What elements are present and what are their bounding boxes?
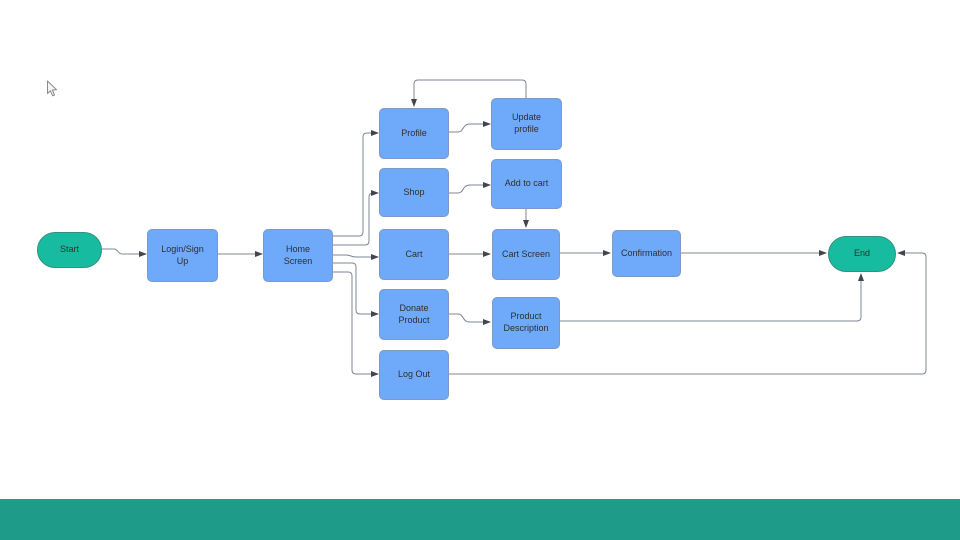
node-end[interactable]: End <box>828 236 896 272</box>
node-log-out[interactable]: Log Out <box>379 350 449 400</box>
node-confirmation[interactable]: Confirmation <box>612 230 681 277</box>
node-label: Confirmation <box>620 247 673 258</box>
node-label: Start <box>59 244 79 255</box>
node-label: Product Description <box>503 311 549 333</box>
node-start[interactable]: Start <box>37 232 102 268</box>
edge-home-donate[interactable] <box>333 262 379 317</box>
node-label: Cart Screen <box>501 248 551 259</box>
edge-home-profile[interactable] <box>333 130 379 237</box>
node-label: Donate Product <box>398 302 430 325</box>
edge-home-shop[interactable] <box>333 190 379 246</box>
edge-start-login[interactable] <box>102 248 147 257</box>
edge-shop-add-to-cart[interactable] <box>449 182 491 194</box>
edge-home-logout[interactable] <box>333 271 379 377</box>
node-label: Log Out <box>397 369 431 380</box>
edge-profile-update-profile[interactable] <box>449 121 491 133</box>
node-product-description[interactable]: Product Description <box>492 297 560 349</box>
edge-logout-end[interactable] <box>449 250 927 375</box>
node-label: Login/Sign Up <box>161 243 204 266</box>
slide-footer-bar <box>0 499 960 540</box>
edge-product-description-end[interactable] <box>560 273 864 322</box>
node-cart-screen[interactable]: Cart Screen <box>492 229 560 280</box>
node-label: End <box>853 248 870 259</box>
node-update-profile[interactable]: Update profile <box>491 98 562 150</box>
node-profile[interactable]: Profile <box>379 108 449 159</box>
node-add-to-cart[interactable]: Add to cart <box>491 159 562 209</box>
node-login-sign-up[interactable]: Login/Sign Up <box>147 229 218 282</box>
node-label: Add to cart <box>504 178 549 189</box>
edge-home-cart[interactable] <box>333 254 379 260</box>
node-label: Profile <box>401 127 427 138</box>
node-home-screen[interactable]: Home Screen <box>263 229 333 282</box>
node-label: Cart <box>405 248 423 259</box>
edge-donate-product-description[interactable] <box>449 313 491 325</box>
node-shop[interactable]: Shop <box>379 168 449 217</box>
node-label: Update profile <box>511 112 542 134</box>
node-label: Shop <box>403 186 425 197</box>
node-cart[interactable]: Cart <box>379 229 449 280</box>
edge-update-profile-profile[interactable] <box>411 79 527 107</box>
node-donate-product[interactable]: Donate Product <box>379 289 449 340</box>
node-label: Home Screen <box>283 243 313 266</box>
